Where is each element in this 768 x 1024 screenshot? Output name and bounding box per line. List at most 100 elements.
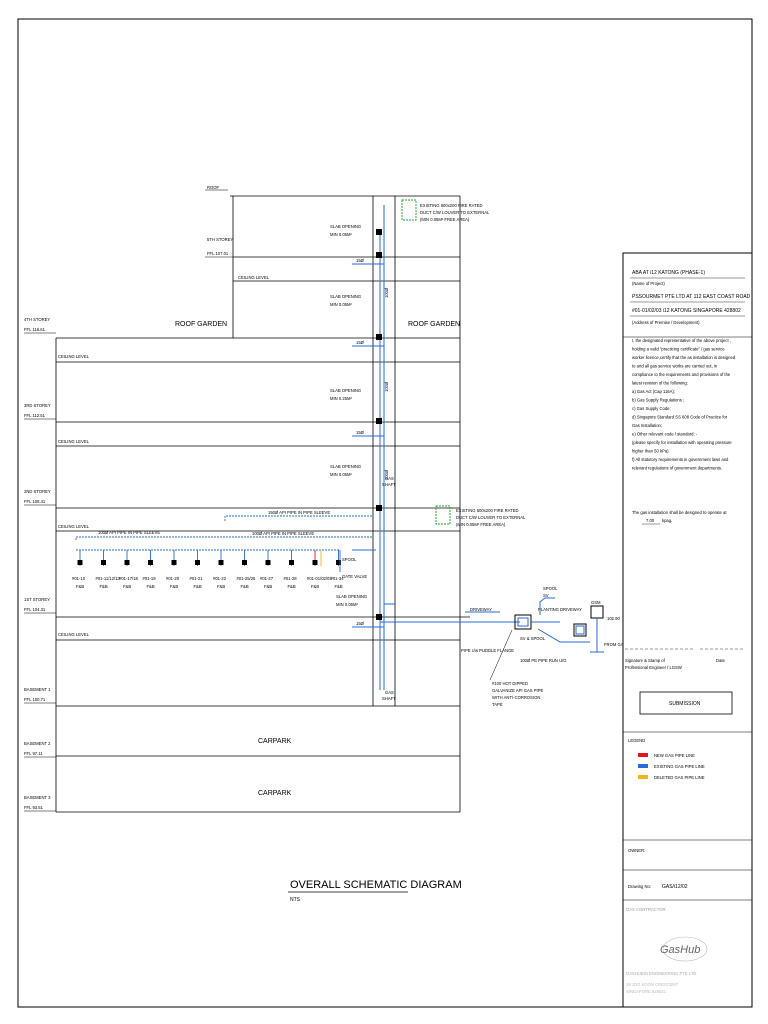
ceiling-level-label: CEILING LEVEL	[58, 439, 90, 444]
galvanize-note-line: WITH ANTI-CORROSION	[492, 695, 540, 700]
contractor-label: GAS CONTRACTOR	[626, 907, 665, 912]
pressure-line: The gas installation shall be designed t…	[632, 510, 727, 515]
declaration-line: holding a valid "practicing certificate"…	[632, 347, 725, 352]
drawing-no: GAS/i12/02	[662, 884, 688, 890]
unit-labels: #01-10F&B#01-11/12/13F&B#01-17/18F&B#01-…	[72, 576, 344, 589]
meter-marker	[195, 560, 200, 565]
meter-marker	[124, 560, 130, 565]
shaft-piping	[352, 205, 520, 690]
declaration-line: f) All statutory requirements in governm…	[632, 457, 729, 462]
pipe-size: 15Ø	[356, 258, 365, 263]
sv-spool-label: SV & SPOOL	[520, 636, 546, 641]
address-line-2: #01-01/02/03 i12 KATONG SINGAPORE 428802	[632, 308, 741, 314]
unit-code: #01-21	[190, 576, 204, 581]
puddle-flange-label: PIPE c/w PUDDLE FLANGE	[461, 648, 514, 653]
declaration-line: relevant regulations of government depar…	[632, 466, 722, 471]
declaration-line: higher than 50 kPa)	[632, 449, 669, 454]
pressure-unit: kpag.	[662, 518, 672, 523]
unit-type: F&B	[76, 584, 84, 589]
slab-opening-label: SLAB OPENING	[330, 294, 361, 299]
pipe-size: 100Ø	[384, 381, 389, 392]
company-address: SINGAPORE 629021	[626, 989, 667, 994]
spool-label: SPOOL	[543, 586, 558, 591]
level-ffl: FFL 108.41	[24, 499, 46, 504]
declaration-line: Gas Installation;	[632, 423, 662, 428]
duct-note: DUCT C/W LOUVER TO EXTERNAL	[456, 515, 526, 520]
level-name: BASEMENT 1	[24, 687, 51, 692]
level-ffl: FFL 97.11	[24, 751, 43, 756]
meter-marker	[218, 560, 224, 565]
incoming-piping	[465, 597, 604, 653]
slab-opening-size: MIN 0.05M²	[330, 472, 352, 477]
drawing-no-label: Drawing No:	[628, 884, 651, 889]
gas-shaft-label: GAS	[385, 690, 394, 695]
duct-note: (MIN 0.05M² FREE AREA)	[420, 217, 470, 222]
carpark-label: CARPARK	[258, 738, 292, 745]
level-name: BASEMENT 2	[24, 741, 51, 746]
meter-marker	[312, 560, 318, 565]
slab-opening-size: MIN 0.05M²	[330, 302, 352, 307]
address-line-1: PSSOURMET PTE LTD AT 112 EAST COAST ROAD	[632, 294, 751, 300]
declaration-line: I, the designated representative of the …	[632, 338, 731, 343]
legend-label: NEW GAS PIPE LINE	[654, 753, 695, 758]
unit-code: #01-17/18	[119, 576, 139, 581]
roof-garden-label: ROOF GARDEN	[408, 321, 460, 328]
duct-note: DUCT C/W LOUVER TO EXTERNAL	[420, 210, 490, 215]
first-storey-piping	[75, 515, 376, 572]
gas-shaft-label: SHAFT	[382, 696, 396, 701]
slab-opening-label: SLAB OPENING	[330, 388, 361, 393]
declaration-line: c) Gas Supply Code;	[632, 406, 671, 411]
declaration-line: worker licence,certify that the as insta…	[632, 355, 736, 360]
unit-code: #01-22	[213, 576, 227, 581]
slab-markers	[376, 229, 382, 620]
level-name: 3RD STOREY	[24, 403, 51, 408]
spool-label: SPOOL	[342, 557, 357, 562]
pe-pipe-label: 100Ø PE PIPE RUN U/G	[520, 658, 567, 663]
galvanize-note-line: #100 HOT DIPPED	[492, 681, 528, 686]
unit-type: F&B	[264, 584, 272, 589]
meter-marker	[148, 560, 153, 565]
slab-opening-label: SLAB OPENING	[336, 594, 367, 599]
unit-code: #01-11/12/13	[96, 576, 121, 581]
unit-type: F&B	[288, 584, 296, 589]
pipe-size: 100Ø	[384, 469, 389, 480]
legend-swatch	[638, 775, 648, 779]
unit-code: #01-01/02/03	[307, 576, 332, 581]
unit-code: #01-25/26	[237, 576, 257, 581]
carpark-label: CARPARK	[258, 790, 292, 797]
pipe-size: 15Ø	[356, 340, 365, 345]
duct-note: EXISTING 600x200 FIRE RATED	[420, 203, 483, 208]
slab-opening-size: MIN 0.05M²	[336, 602, 358, 607]
declaration-line: (please specify for installation with op…	[632, 440, 732, 445]
slab-opening-label: SLAB OPENING	[330, 464, 361, 469]
unit-type: F&B	[147, 584, 155, 589]
owner-label: OWNER:	[628, 848, 645, 853]
logo-wordmark: GasHub	[660, 944, 700, 956]
level-markers: ROOF 5TH STOREY FFL 107.01 4TH STOREY FF…	[24, 185, 233, 812]
level-name: 1ST STOREY	[24, 597, 50, 602]
level-ffl: FFL 107.01	[207, 251, 229, 256]
declaration-line: e) Other relevant code / standard: -	[632, 432, 698, 437]
sleeve-note: 100Ø API PIPE IN PIPE SLEEVE	[252, 531, 314, 536]
diagram-title: OVERALL SCHEMATIC DIAGRAM	[290, 879, 462, 891]
gas-shaft-label: GAS	[385, 476, 394, 481]
roof-garden-label: ROOF GARDEN	[175, 321, 227, 328]
meter-marker	[101, 560, 106, 565]
declaration-line: b) Gas Supply Regulations ;	[632, 398, 684, 403]
signature-label: Signature & Stamp of	[625, 658, 666, 663]
gate-valve-label: GATE VALVE	[342, 574, 367, 579]
galvanize-note-line: GALVANIZE API GAS PIPE	[492, 688, 543, 693]
unit-code: #01-27	[260, 576, 274, 581]
galvanize-note-line: TAPE	[492, 702, 503, 707]
pressure-value: 7.00	[646, 518, 655, 523]
unit-code: #01-20	[166, 576, 180, 581]
sleeve-note: 100Ø API PIPE IN PIPE SLEEVE	[98, 530, 160, 535]
unit-code: #01-28	[284, 576, 298, 581]
meter-marker	[289, 560, 294, 565]
declaration-line: d) Singapore Standard SS 608 Code of Pra…	[632, 415, 728, 420]
unit-code: #01-19	[143, 576, 157, 581]
sv-label: SV	[543, 593, 549, 598]
meter-marker	[265, 560, 271, 565]
project-name: ABA AT i12 KATONG (PHASE-1)	[632, 270, 705, 276]
